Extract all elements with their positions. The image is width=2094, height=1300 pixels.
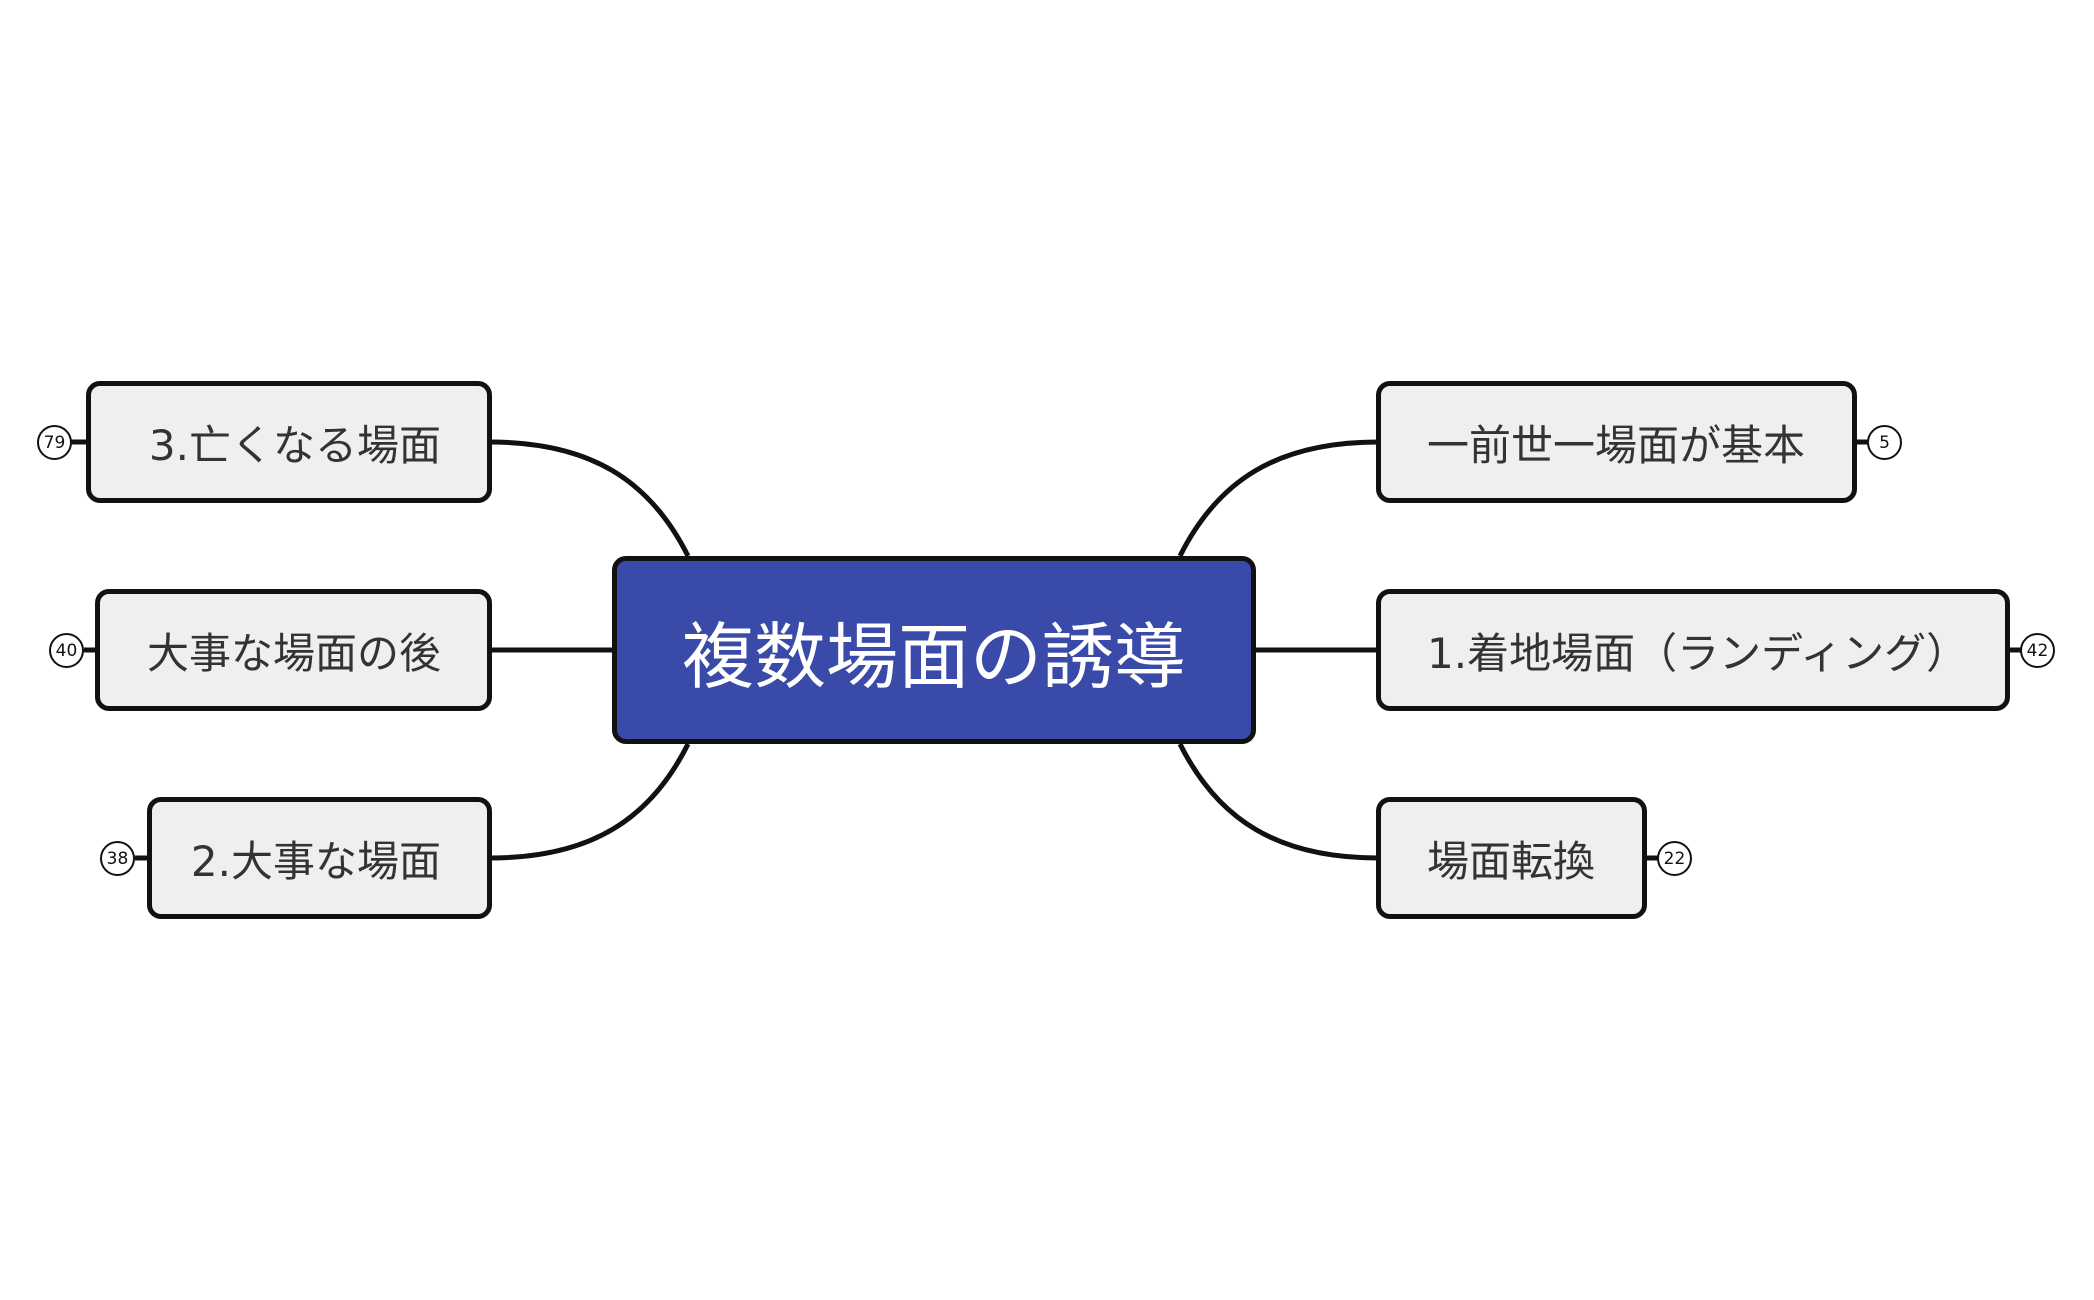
- count-badge-label: 22: [1663, 848, 1686, 869]
- topic-label: 一前世一場面が基本: [1427, 420, 1806, 470]
- count-badge[interactable]: 79: [37, 425, 72, 460]
- count-badge[interactable]: 5: [1867, 425, 1902, 460]
- count-badge[interactable]: 22: [1657, 841, 1692, 876]
- connector-right-1: [1177, 439, 1379, 558]
- topic-node-left-2[interactable]: 大事な場面の後: [95, 589, 492, 711]
- count-badge-label: 5: [1879, 432, 1890, 453]
- topic-node-right-3[interactable]: 場面転換: [1376, 797, 1647, 919]
- topic-label: 3.亡くなる場面: [148, 420, 441, 470]
- connector-left-1: [489, 439, 691, 558]
- connector-right-3: [1177, 742, 1379, 861]
- central-topic[interactable]: 複数場面の誘導: [612, 556, 1256, 744]
- topic-node-right-1[interactable]: 一前世一場面が基本: [1376, 381, 1857, 503]
- topic-label: 大事な場面の後: [146, 628, 441, 678]
- count-badge[interactable]: 42: [2020, 633, 2055, 668]
- topic-node-left-3[interactable]: 2.大事な場面: [147, 797, 492, 919]
- count-badge[interactable]: 40: [49, 633, 84, 668]
- topic-node-left-1[interactable]: 3.亡くなる場面: [86, 381, 492, 503]
- topic-label: 2.大事な場面: [190, 836, 441, 886]
- central-topic-label: 複数場面の誘導: [681, 614, 1186, 699]
- count-badge-label: 38: [106, 848, 129, 869]
- count-badge-label: 40: [55, 640, 78, 661]
- topic-node-right-2[interactable]: 1.着地場面（ランディング）: [1376, 589, 2010, 711]
- count-badge-label: 79: [43, 432, 66, 453]
- count-badge-label: 42: [2026, 640, 2049, 661]
- topic-label: 場面転換: [1427, 836, 1596, 886]
- topic-label: 1.着地場面（ランディング）: [1427, 628, 1969, 678]
- count-badge[interactable]: 38: [100, 841, 135, 876]
- connector-left-3: [489, 742, 691, 861]
